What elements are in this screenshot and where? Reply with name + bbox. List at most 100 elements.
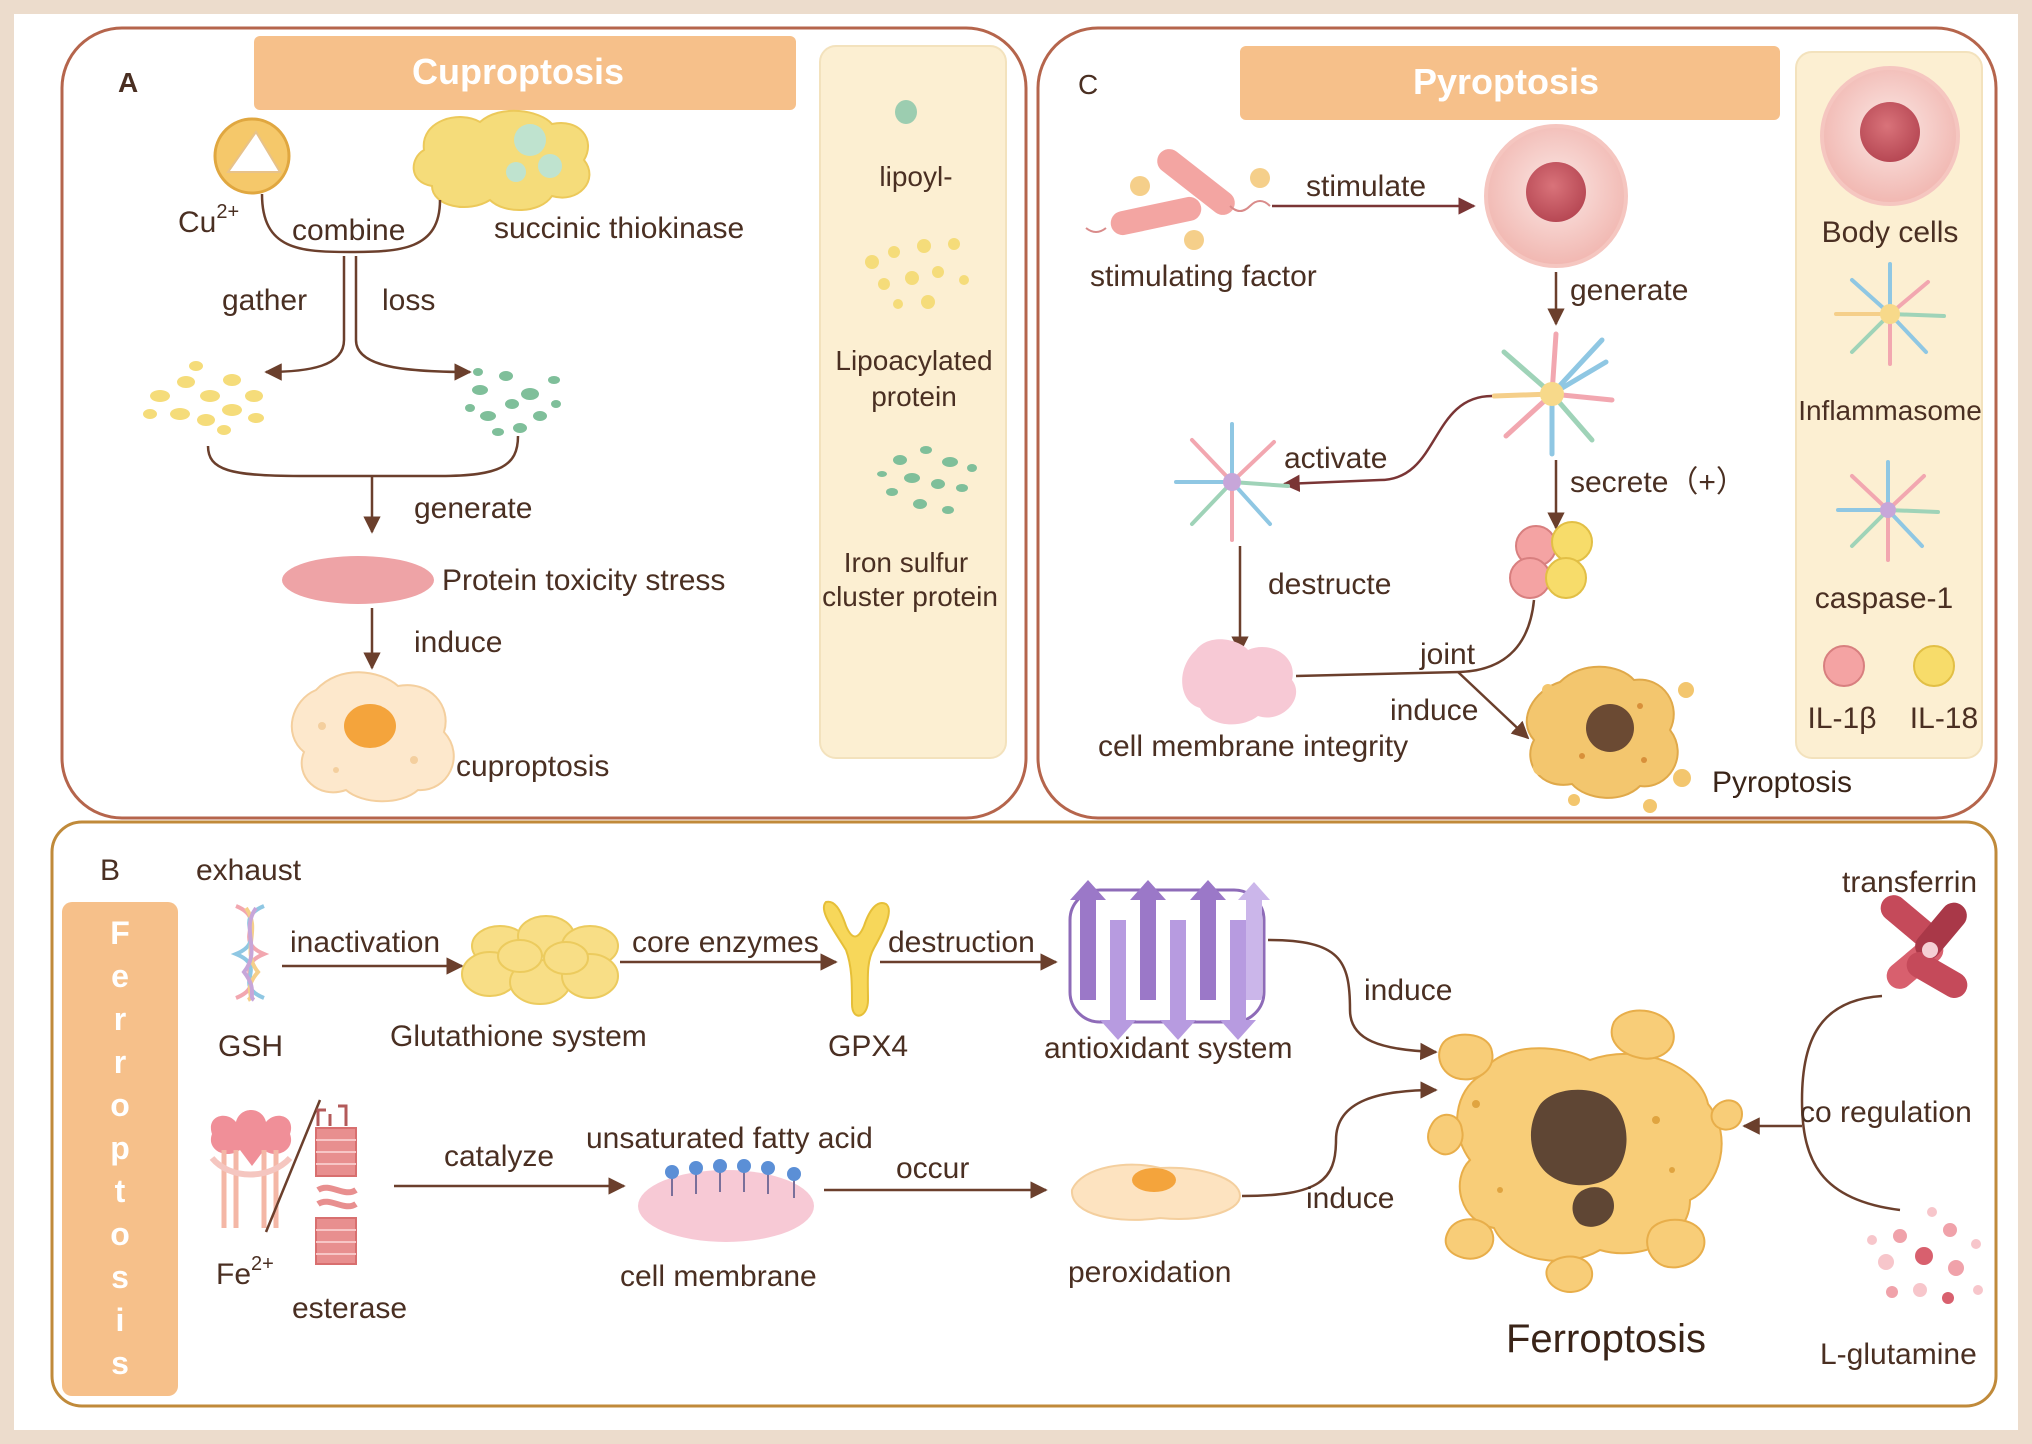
core-enzymes-label: core enzymes — [632, 926, 819, 959]
gsh-icon — [230, 904, 270, 1002]
peroxidation-label: peroxidation — [1068, 1256, 1231, 1289]
peroxidation-icon — [1070, 1163, 1242, 1221]
protein-toxicity-stress-icon — [282, 556, 434, 604]
side-title-letter: i — [116, 1302, 125, 1338]
glutathione-system-label: Glutathione system — [390, 1020, 647, 1053]
caspase1-legend-icon — [1836, 460, 1940, 562]
copper-ion-icon — [213, 117, 291, 195]
side-title-letter: o — [110, 1087, 130, 1123]
side-title-letter: t — [115, 1173, 126, 1209]
iron-ion-label: Fe2+ — [216, 1253, 274, 1291]
inflammasome-legend-label: Inflammasome — [1798, 395, 1982, 426]
combine-connector — [260, 193, 442, 254]
cell-membrane-icon — [638, 1159, 814, 1242]
gsh-label: GSH — [218, 1030, 283, 1063]
cuproptosis-label: cuproptosis — [456, 750, 609, 783]
protein-toxicity-stress-label: Protein toxicity stress — [442, 564, 725, 597]
pyroptosis-cell-icon — [1525, 665, 1694, 813]
induce-arrow — [1457, 671, 1530, 740]
transferrin-label: transferrin — [1842, 866, 1977, 899]
ferroptosis-cell-icon — [1427, 1009, 1744, 1293]
ferroptosis-label: Ferroptosis — [1506, 1317, 1706, 1361]
merge-connector — [206, 435, 520, 478]
panel-c-legend — [1795, 51, 1983, 759]
il1b-legend-icon — [1823, 645, 1865, 687]
panel-c-header — [1240, 46, 1780, 120]
side-title-letter: o — [110, 1216, 130, 1252]
il1b-legend-label: IL-1β — [1808, 702, 1877, 735]
side-title-letter: r — [114, 1044, 126, 1080]
side-title-letter: s — [111, 1259, 129, 1295]
activate-label: activate — [1284, 442, 1387, 475]
succinic-thiokinase-label: succinic thiokinase — [494, 212, 744, 245]
succinic-thiokinase-icon — [412, 109, 591, 212]
esterase-icon — [315, 1104, 358, 1265]
cell-membrane-integrity-label: cell membrane integrity — [1098, 730, 1408, 763]
inflammasome-legend-icon — [1834, 262, 1946, 366]
lipoacylated-protein-legend-label-1: Lipoacylated — [835, 345, 992, 376]
lipoacylated-protein-legend-label-2: protein — [871, 381, 957, 412]
induce-top-label: induce — [1364, 974, 1452, 1007]
cuproptosis-cell-icon — [290, 671, 455, 803]
pyroptosis-label: Pyroptosis — [1712, 766, 1852, 799]
gather-arrow — [264, 256, 346, 381]
destructe-label: destructe — [1268, 568, 1391, 601]
catalyze-label: catalyze — [444, 1140, 554, 1173]
panel-a-frame — [60, 26, 1028, 820]
glutathione-system-icon — [461, 915, 619, 1005]
transferrin-icon — [1880, 895, 1968, 998]
induce-label: induce — [414, 626, 502, 659]
l-glutamine-label: L-glutamine — [1820, 1338, 1977, 1371]
il18-legend-icon — [1913, 645, 1955, 687]
interleukin-cluster-icon — [1509, 521, 1593, 599]
cell-membrane-label: cell membrane — [620, 1260, 817, 1293]
secrete-label: secrete（+） — [1570, 466, 1746, 499]
iron-sulfur-cluster-legend-icon — [877, 446, 977, 514]
panel-a-legend — [819, 45, 1007, 759]
generate-label: generate — [1570, 274, 1688, 307]
lipoyl-legend-icon — [895, 100, 917, 124]
panel-c: C Pyroptosis stimulating factor stimulat… — [1036, 26, 1998, 820]
induce-bottom-arrow — [1241, 1081, 1438, 1198]
panel-a: A Cuproptosis Cu2+ succinic thiokinase c… — [60, 26, 1028, 820]
bacteria-icon — [1085, 149, 1271, 250]
panel-c-title: Pyroptosis — [1413, 61, 1599, 102]
joint-label: joint — [1419, 638, 1476, 671]
side-title-letter: e — [111, 958, 129, 994]
induce-top-arrow — [1267, 938, 1438, 1061]
antioxidant-system-label: antioxidant system — [1044, 1032, 1292, 1065]
body-cells-legend-label: Body cells — [1822, 216, 1959, 249]
esterase-label: esterase — [292, 1292, 407, 1325]
gpx4-label: GPX4 — [828, 1030, 908, 1063]
activate-arrow — [1282, 394, 1493, 493]
inflammasome-icon — [1491, 331, 1615, 457]
loss-arrow — [354, 256, 472, 381]
side-title-letter: F — [110, 915, 130, 951]
panel-b-side-title: Ferroptosis — [110, 915, 130, 1381]
panel-a-letter: A — [118, 67, 138, 98]
panel-c-letter: C — [1078, 69, 1098, 100]
stimulating-factor-label: stimulating factor — [1090, 260, 1317, 293]
iron-sulfur-legend-label-1: Iron sulfur — [844, 547, 969, 578]
side-title-letter: s — [111, 1345, 129, 1381]
joint-connector — [1295, 599, 1536, 678]
panel-b-letter: B — [100, 854, 120, 887]
lipoyl-legend-label: lipoyl- — [879, 161, 952, 192]
occur-label: occur — [896, 1152, 969, 1185]
induce-bottom-label: induce — [1306, 1182, 1394, 1215]
l-glutamine-icon — [1867, 1207, 1983, 1304]
exhaust-label: exhaust — [196, 854, 302, 887]
caspase1-icon — [1174, 422, 1290, 542]
lipoylated-protein-cluster-icon — [143, 361, 264, 435]
stimulate-label: stimulate — [1306, 170, 1426, 203]
induce-label: induce — [1390, 694, 1478, 727]
unsaturated-fatty-acid-label: unsaturated fatty acid — [586, 1122, 873, 1155]
body-cells-legend-icon — [1820, 66, 1960, 206]
gather-label: gather — [222, 284, 307, 317]
gpx4-icon — [823, 900, 890, 1017]
cell-membrane-icon — [1182, 639, 1297, 725]
panel-a-header — [254, 36, 796, 110]
iron-transporter-icon — [209, 1110, 293, 1228]
generate-label: generate — [414, 492, 532, 525]
